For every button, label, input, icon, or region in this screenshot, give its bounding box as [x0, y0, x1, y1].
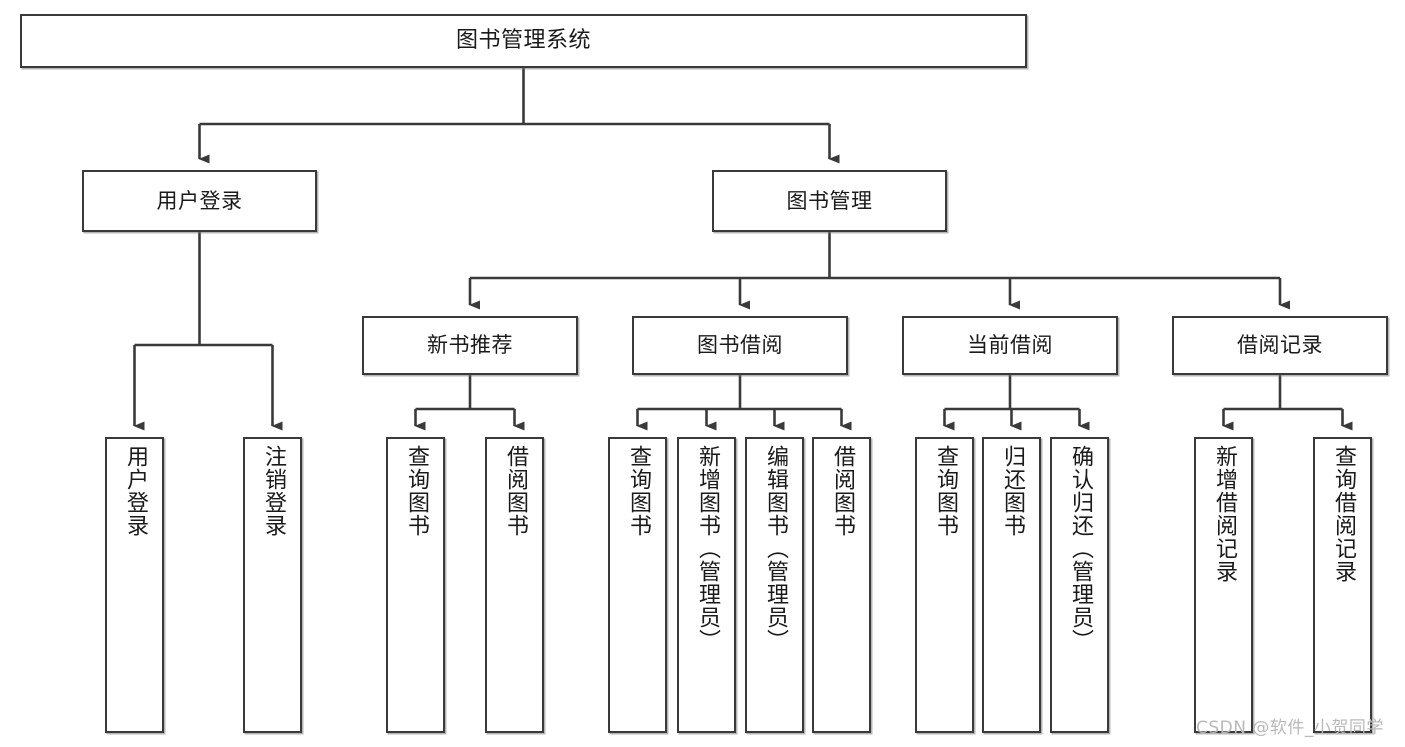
- leaf-current-query-book[interactable]: 查询图书: [915, 437, 974, 733]
- node-root[interactable]: 图书管理系统: [20, 14, 1027, 68]
- watermark: CSDN @软件_小贺同学: [1196, 718, 1384, 738]
- leaf-borrow-add-book[interactable]: 新增图书（管理员）: [677, 437, 736, 733]
- node-label: 图书管理: [786, 188, 873, 213]
- leaf-record-add[interactable]: 新增借阅记录: [1194, 437, 1253, 733]
- node-label: 注销登录: [260, 445, 286, 537]
- leaf-logout[interactable]: 注销登录: [243, 437, 302, 733]
- node-label: 查询图书: [625, 445, 651, 537]
- node-label: 查询借阅记录: [1330, 445, 1356, 583]
- node-label: 确认归还（管理员）: [1067, 445, 1093, 652]
- node-book-manage[interactable]: 图书管理: [712, 170, 947, 232]
- node-label: 查询图书: [932, 445, 958, 537]
- node-label: 用户登录: [156, 188, 243, 213]
- node-label: 图书管理系统: [455, 28, 591, 54]
- node-label: 借阅记录: [1237, 333, 1323, 358]
- node-user-login[interactable]: 用户登录: [82, 170, 317, 232]
- node-label: 借阅图书: [829, 445, 855, 537]
- leaf-record-query[interactable]: 查询借阅记录: [1313, 437, 1372, 733]
- node-book-borrow[interactable]: 图书借阅: [632, 316, 848, 375]
- node-label: 新书推荐: [427, 333, 513, 358]
- leaf-borrow-query-book[interactable]: 查询图书: [608, 437, 667, 733]
- leaf-recommend-borrow-book[interactable]: 借阅图书: [485, 437, 544, 733]
- node-label: 查询图书: [403, 445, 429, 537]
- node-borrow-record[interactable]: 借阅记录: [1172, 316, 1388, 375]
- node-label: 归还图书: [999, 445, 1025, 537]
- node-label: 新增图书（管理员）: [694, 445, 720, 652]
- leaf-recommend-query-book[interactable]: 查询图书: [386, 437, 445, 733]
- leaf-current-confirm-return[interactable]: 确认归还（管理员）: [1050, 437, 1109, 733]
- node-new-book-recommend[interactable]: 新书推荐: [362, 316, 578, 375]
- leaf-borrow-edit-book[interactable]: 编辑图书（管理员）: [745, 437, 804, 733]
- leaf-current-return-book[interactable]: 归还图书: [982, 437, 1041, 733]
- leaf-user-login[interactable]: 用户登录: [105, 437, 164, 733]
- node-label: 借阅图书: [502, 445, 528, 537]
- node-label: 用户登录: [122, 445, 148, 537]
- node-label: 编辑图书（管理员）: [762, 445, 788, 652]
- leaf-borrow-borrow-book[interactable]: 借阅图书: [812, 437, 871, 733]
- node-current-borrow[interactable]: 当前借阅: [902, 316, 1118, 375]
- node-label: 新增借阅记录: [1211, 445, 1237, 583]
- node-label: 图书借阅: [697, 333, 783, 358]
- node-label: 当前借阅: [967, 333, 1053, 358]
